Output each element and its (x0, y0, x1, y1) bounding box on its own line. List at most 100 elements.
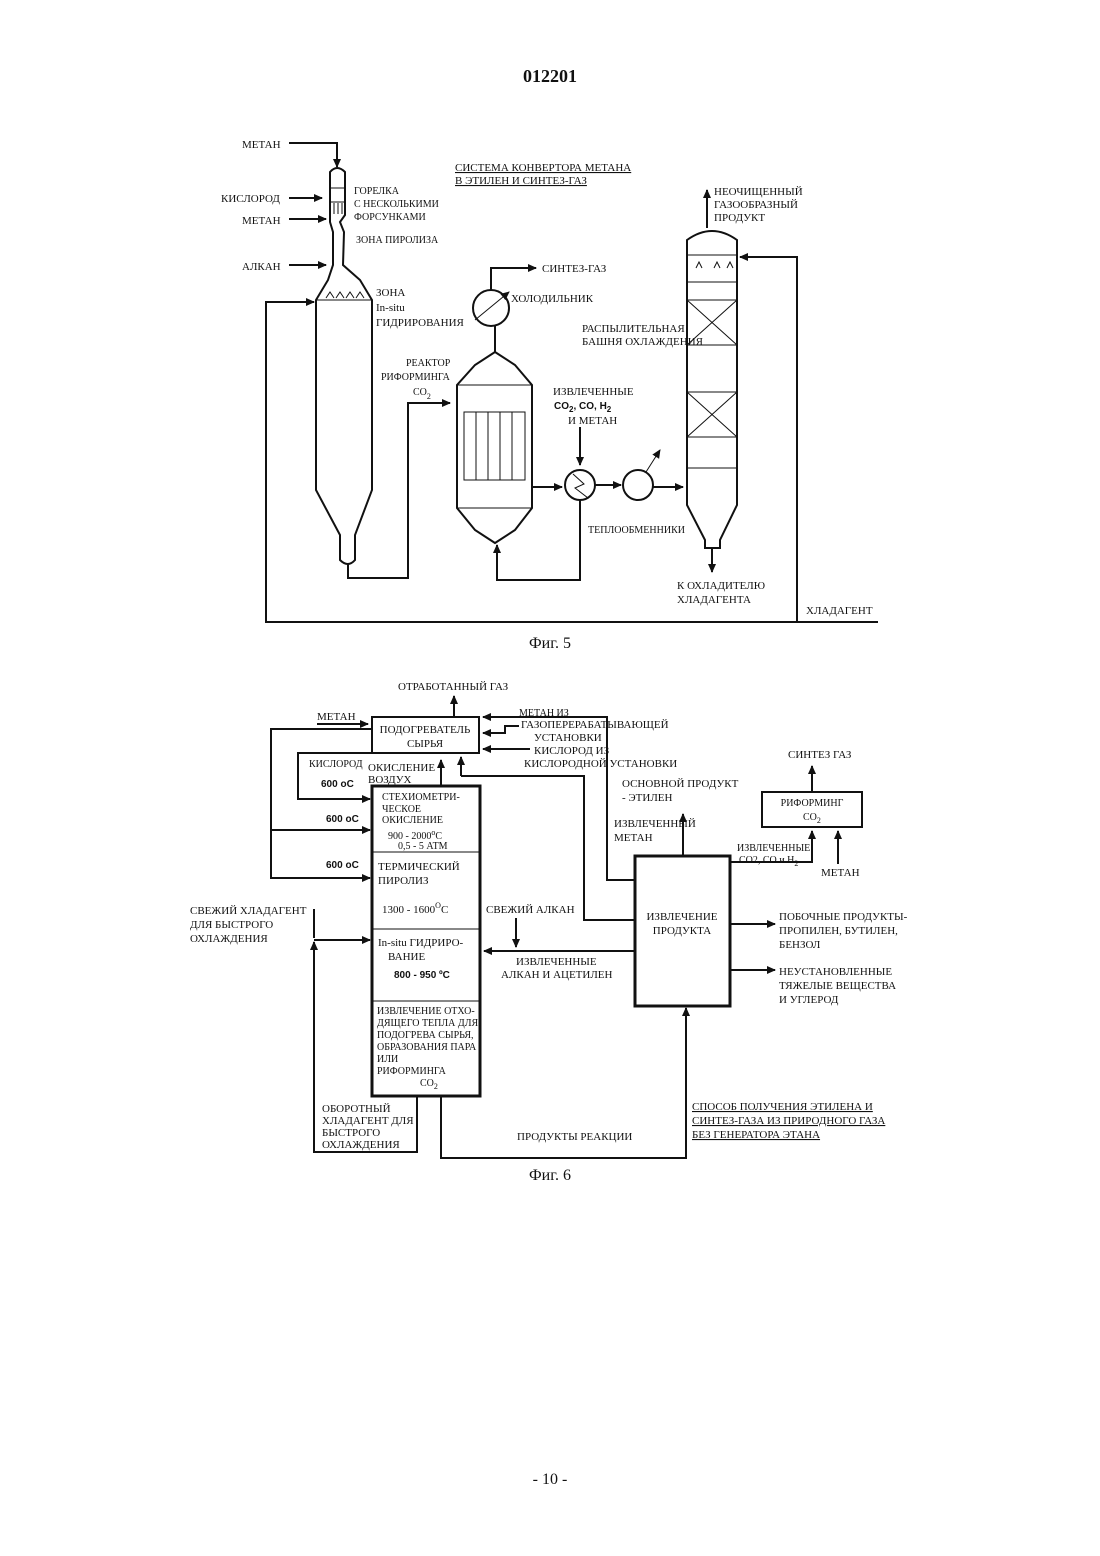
fig5-recovered-co2: CO (554, 401, 569, 412)
fig6-stoich-label-1: СТЕХИОМЕТРИ- (382, 792, 460, 803)
fig5-cooler (473, 290, 509, 326)
fig5-raw-product-label-2: ГАЗООБРАЗНЫЙ (714, 199, 798, 211)
fig5-syngas-line (491, 268, 536, 290)
fig5-tower-label-2: БАШНЯ ОХЛАЖДЕНИЯ (582, 336, 704, 348)
fig5-reactor-outlet-line (348, 403, 450, 578)
document-number: 012201 (523, 66, 577, 86)
fig6-fresh-coolant-label-3: ОХЛАЖДЕНИЯ (190, 933, 268, 945)
fig5-to-cooler-label-2: ХЛАДАГЕНТА (677, 594, 751, 606)
fig5-caption: Фиг. 5 (529, 635, 571, 652)
fig6-byproducts-label-1: ПОБОЧНЫЕ ПРОДУКТЫ- (779, 911, 908, 923)
fig6-rec-gases-label-2: CO2, CO и H2 (739, 855, 798, 868)
fig6-reforming-co2: CO (803, 812, 817, 823)
fig6-byproducts-label-2: ПРОПИЛЕН, БУТИЛЕН, (779, 925, 898, 937)
fig5-tower-label-1: РАСПЫЛИТЕЛЬНАЯ (582, 323, 685, 335)
fig6-reaction-products-label: ПРОДУКТЫ РЕАКЦИИ (517, 1131, 632, 1143)
fig5-heat-exchanger-2 (623, 470, 653, 500)
fig6-caption: Фиг. 6 (529, 1167, 571, 1184)
fig5-coolant-to-tower (740, 257, 797, 622)
fig5-methane-top-label: МЕТАН (242, 139, 281, 151)
page-number: - 10 - (533, 1471, 568, 1488)
fig5-coolant-loop (266, 302, 878, 622)
fig6-extraction-recycle-1 (461, 776, 635, 920)
fig5-tower-spray-nozzles (696, 262, 733, 268)
fig6-preheater-label-1: ПОДОГРЕВАТЕЛЬ (380, 724, 471, 736)
fig5-methane-top-feed (289, 143, 337, 167)
fig6-fresh-coolant-label-2: ДЛЯ БЫСТРОГО (190, 919, 273, 931)
figure-5: СИСТЕМА КОНВЕРТОРА МЕТАНА В ЭТИЛЕН И СИН… (221, 139, 878, 652)
fig6-gas-plant-label-2: ГАЗОПЕРЕРАБАТЫВАЮЩЕЙ (521, 719, 669, 731)
fig6-recycle-label-2: ХЛАДАГЕНТ ДЛЯ (322, 1115, 414, 1127)
fig6-methane2-label: МЕТАН (821, 867, 860, 879)
fig6-recycle-label-1: ОБОРОТНЫЙ (322, 1103, 391, 1115)
fig6-ox-air-label-2: ВОЗДУХ (368, 774, 412, 786)
fig6-extraction-label-1: ИЗВЛЕЧЕНИЕ (646, 911, 717, 923)
fig6-thermal-label-3: 1300 - 1600OC (382, 901, 448, 916)
fig6-title-line-3: БЕЗ ГЕНЕРАТОРА ЭТАНА (692, 1129, 820, 1141)
fig6-stoich-label-4: 900 - 2000oC (388, 828, 442, 842)
fig6-methane-label: МЕТАН (317, 711, 356, 723)
fig5-recovered-label-2: CO2, CO, H2 (554, 401, 612, 414)
fig6-insitu-label-2: ВАНИЕ (388, 951, 425, 963)
fig6-thermal-label-1: ТЕРМИЧЕСКИЙ (378, 861, 460, 873)
fig5-title-line-2: В ЭТИЛЕН И СИНТЕЗ-ГАЗ (455, 175, 587, 187)
fig6-rec-gases-formula: CO2, CO и H (739, 855, 794, 866)
fig6-rec-methane-label-2: МЕТАН (614, 832, 653, 844)
fig5-tower-packing-2 (687, 392, 737, 437)
fig5-coolant-label: ХЛАДАГЕНТ (806, 605, 873, 617)
fig6-rec-alkane-label-2: АЛКАН И АЦЕТИЛЕН (501, 969, 613, 981)
fig5-hydro-label-2: In-situ (376, 302, 405, 314)
fig6-exhaust-label: ОТРАБОТАННЫЙ ГАЗ (398, 681, 509, 693)
fig5-raw-product-label-3: ПРОДУКТ (714, 212, 765, 224)
fig5-burner-label-2: С НЕСКОЛЬКИМИ (354, 199, 439, 210)
fig6-stoich-label-2: ЧЕСКОЕ (382, 804, 421, 815)
fig6-waste-label-2: ДЯЩЕГО ТЕПЛА ДЛЯ (377, 1018, 478, 1029)
fig5-oxygen-label: КИСЛОРОД (221, 193, 280, 205)
fig6-title-line-1: СПОСОБ ПОЛУЧЕНИЯ ЭТИЛЕНА И (692, 1101, 873, 1113)
fig6-thermal-temp: 1300 - 1600 (382, 904, 436, 916)
fig6-recycle-label-4: ОХЛАЖДЕНИЯ (322, 1139, 400, 1151)
fig5-hx2-arrow (646, 450, 660, 472)
fig5-pyrolysis-reactor (316, 168, 372, 564)
fig5-hydro-label-3: ГИДРИРОВАНИЯ (376, 317, 465, 329)
fig6-thermal-label-2: ПИРОЛИЗ (378, 875, 429, 887)
fig6-oxy-plant-label-2: КИСЛОРОДНОЙ УСТАНОВКИ (524, 758, 677, 770)
figure-6: ОТРАБОТАННЫЙ ГАЗ ПОДОГРЕВАТЕЛЬ СЫРЬЯ МЕТ… (190, 681, 908, 1184)
fig5-reactor-co2-sub: 2 (427, 392, 431, 401)
fig6-thermal-temp-unit: C (441, 904, 448, 916)
fig5-recovered-label-1: ИЗВЛЕЧЕННЫЕ (553, 386, 634, 398)
fig6-title-line-2: СИНТЕЗ-ГАЗА ИЗ ПРИРОДНОГО ГАЗА (692, 1115, 885, 1127)
fig5-alkane-label: АЛКАН (242, 261, 281, 273)
fig5-pyrolysis-zone-label: ЗОНА ПИРОЛИЗА (356, 235, 439, 246)
fig5-recovered-h2-sub: 2 (607, 405, 612, 414)
fig6-heavy-label-3: И УГЛЕРОД (779, 994, 839, 1006)
fig5-reformer-tube-bundle (464, 412, 525, 480)
fig5-hydro-label-1: ЗОНА (376, 287, 405, 299)
fig5-recovered-label-3: И МЕТАН (568, 415, 617, 427)
fig6-waste-label-7: CO2 (420, 1078, 438, 1091)
fig6-rec-gases-label-1: ИЗВЛЕЧЕННЫЕ (737, 843, 810, 854)
fig6-main-product-label-2: - ЭТИЛЕН (622, 792, 673, 804)
fig5-spray-quench-tower (687, 231, 737, 548)
fig6-rec-gases-h2-sub: 2 (794, 859, 798, 868)
fig6-gas-plant-label-3: УСТАНОВКИ (534, 732, 602, 744)
fig6-waste-label-5: ИЛИ (377, 1054, 398, 1065)
fig6-temp-600-c: 600 oC (326, 860, 359, 871)
fig5-methane-label: МЕТАН (242, 215, 281, 227)
fig5-title-line-1: СИСТЕМА КОНВЕРТОРА МЕТАНА (455, 162, 631, 174)
fig6-heavy-label-1: НЕУСТАНОВЛЕННЫЕ (779, 966, 892, 978)
fig5-cooler-label: ХОЛОДИЛЬНИК (511, 293, 594, 305)
fig6-stoich-label-3: ОКИСЛЕНИЕ (382, 815, 443, 826)
fig5-to-cooler-label-1: К ОХЛАДИТЕЛЮ (677, 580, 765, 592)
fig6-recycle-label-3: БЫСТРОГО (322, 1127, 380, 1139)
fig6-fresh-coolant-label-1: СВЕЖИЙ ХЛАДАГЕНТ (190, 905, 307, 917)
fig5-syngas-label: СИНТЕЗ-ГАЗ (542, 263, 607, 275)
fig5-spray-nozzles (326, 292, 364, 298)
fig6-fresh-alkane-label: СВЕЖИЙ АЛКАН (486, 904, 575, 916)
fig6-heavy-label-2: ТЯЖЕЛЫЕ ВЕЩЕСТВА (779, 980, 896, 992)
fig5-reactor-label-1: РЕАКТОР (406, 358, 451, 369)
fig6-preheater-label-2: СЫРЬЯ (407, 738, 444, 750)
fig6-oxygen-label: КИСЛОРОД (309, 759, 363, 770)
